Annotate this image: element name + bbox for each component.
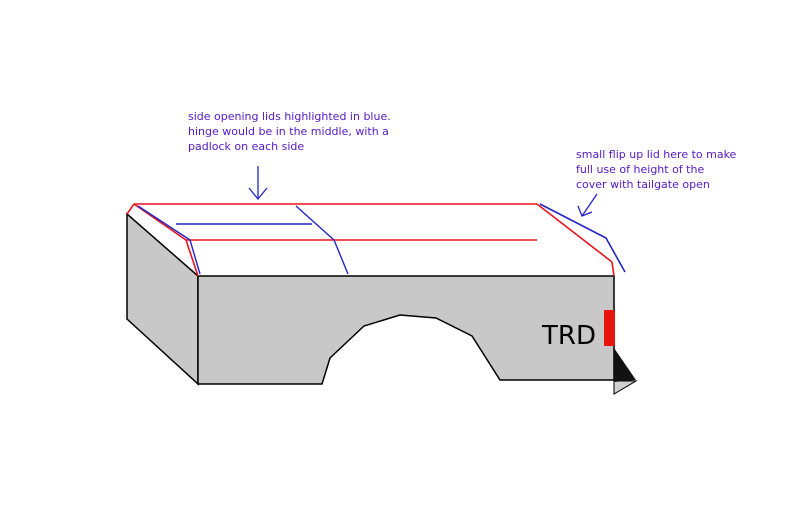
side-lids-annotation: side opening lids highlighted in blue. h… bbox=[188, 109, 418, 154]
flip-lid-line-1: small flip up lid here to make bbox=[576, 148, 737, 161]
side-lids-line-2: hinge would be in the middle, with a bbox=[188, 125, 389, 138]
flip-lid-line-3: cover with tailgate open bbox=[576, 178, 710, 191]
arrow-to-side-lids bbox=[248, 166, 268, 201]
taillight bbox=[604, 310, 615, 346]
side-lids-line-1: side opening lids highlighted in blue. bbox=[188, 110, 391, 123]
flip-lid-line bbox=[539, 203, 626, 273]
side-lid-lines bbox=[137, 205, 349, 275]
bumper bbox=[613, 380, 638, 395]
cover-outline bbox=[126, 203, 615, 277]
side-lids-line-3: padlock on each side bbox=[188, 140, 305, 153]
rear-tire bbox=[614, 348, 636, 382]
flip-lid-annotation: small flip up lid here to make full use … bbox=[576, 147, 776, 192]
arrow-to-flip-lid bbox=[577, 193, 598, 217]
trd-badge: TRD bbox=[541, 321, 596, 351]
flip-lid-line-2: full use of height of the bbox=[576, 163, 705, 176]
